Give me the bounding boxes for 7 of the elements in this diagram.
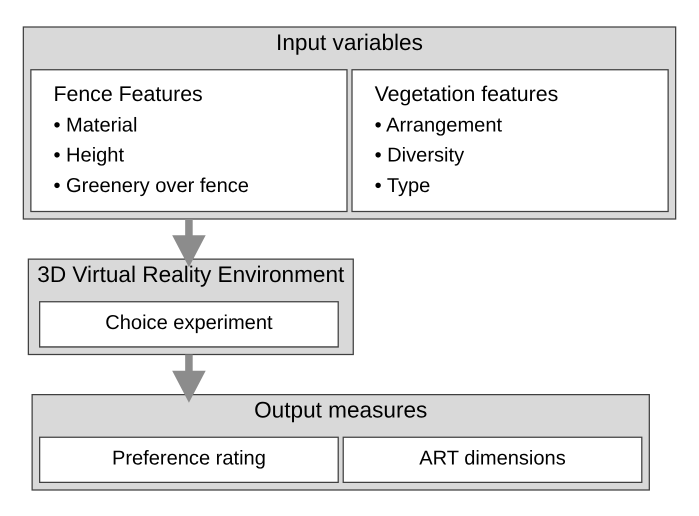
- node-box: Preference rating: [39, 436, 339, 483]
- node-box: ART dimensions: [342, 436, 642, 483]
- node-box: Choice experiment: [39, 300, 339, 348]
- arrow: [172, 218, 206, 267]
- arrow: [172, 354, 206, 402]
- node-box: Fence Features • Material • Height • Greenery over fence: [30, 68, 348, 212]
- node-box: Vegetation features • Arrangement • Diversity • Type: [351, 68, 669, 212]
